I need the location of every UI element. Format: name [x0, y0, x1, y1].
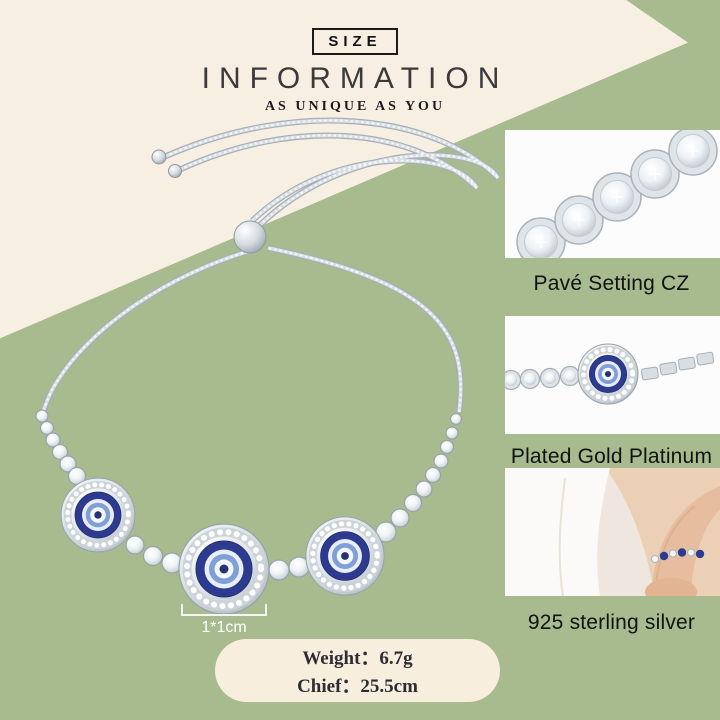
feature-caption-pave: Pavé Setting CZ — [533, 272, 690, 295]
spec-pill: Weight：6.7g Chief：25.5cm — [215, 639, 500, 702]
size-badge: SIZE — [312, 28, 398, 55]
evil-eye-charm-closeup — [577, 343, 639, 405]
chief-spec: Chief：25.5cm — [297, 676, 418, 697]
feature-photo-plating — [505, 316, 720, 434]
dimension-label: 1*1cm — [201, 619, 247, 636]
feature-caption-plating: Plated Gold Platinum — [510, 445, 713, 468]
tagline: AS UNIQUE AS YOU — [264, 99, 446, 114]
feature-photo-model — [505, 468, 720, 596]
feature-photo-pave — [505, 130, 720, 258]
worn-bracelet — [648, 548, 706, 563]
header: SIZE INFORMATION AS UNIQUE AS YOU — [150, 28, 560, 115]
feature-caption-silver: 925 sterling silver — [527, 611, 696, 634]
bolo-ball-ends — [151, 149, 182, 178]
weight-spec: Weight：6.7g — [302, 648, 413, 669]
page-title: INFORMATION — [201, 62, 509, 95]
